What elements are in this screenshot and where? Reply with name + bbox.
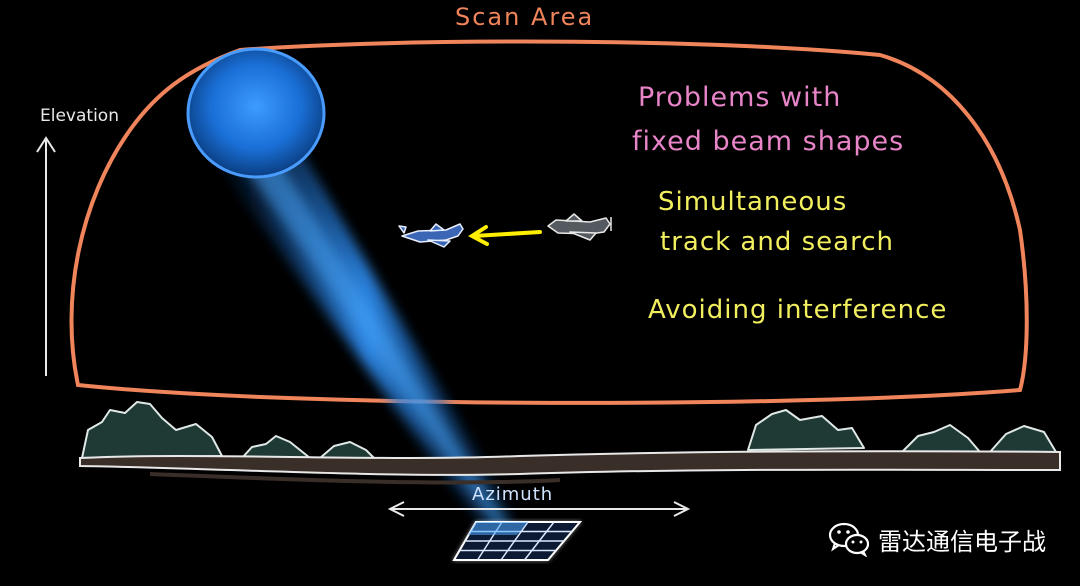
- wechat-icon: [828, 522, 870, 557]
- beam-spot: [186, 47, 326, 179]
- motion-arrow: [468, 225, 542, 246]
- problems-heading-line1: Problems with: [638, 82, 842, 113]
- scan-area-title: Scan Area: [455, 3, 595, 31]
- trees-right: [747, 409, 1057, 453]
- scan-area-outline: [69, 39, 1029, 405]
- problems-heading-line2: fixed beam shapes: [632, 126, 905, 157]
- watermark-text: 雷达通信电子战: [878, 527, 1046, 556]
- elevation-label: Elevation: [40, 106, 119, 126]
- item-avoiding-interference: Avoiding interference: [648, 295, 948, 325]
- item-simultaneous-line2: track and search: [660, 227, 894, 257]
- azimuth-arrow: [387, 501, 691, 517]
- item-simultaneous-line1: Simultaneous: [658, 187, 848, 217]
- azimuth-label: Azimuth: [472, 484, 554, 505]
- moving-plane-grey: [547, 213, 612, 241]
- ground-shadow: [149, 472, 561, 485]
- elevation-arrow: [36, 136, 56, 376]
- watermark: 雷达通信电子战: [828, 521, 1046, 557]
- beam-core: [240, 155, 510, 528]
- target-plane-blue: [398, 223, 464, 248]
- phased-array-antenna: [452, 521, 583, 561]
- ground: [79, 450, 1061, 476]
- trees-left: [81, 401, 375, 459]
